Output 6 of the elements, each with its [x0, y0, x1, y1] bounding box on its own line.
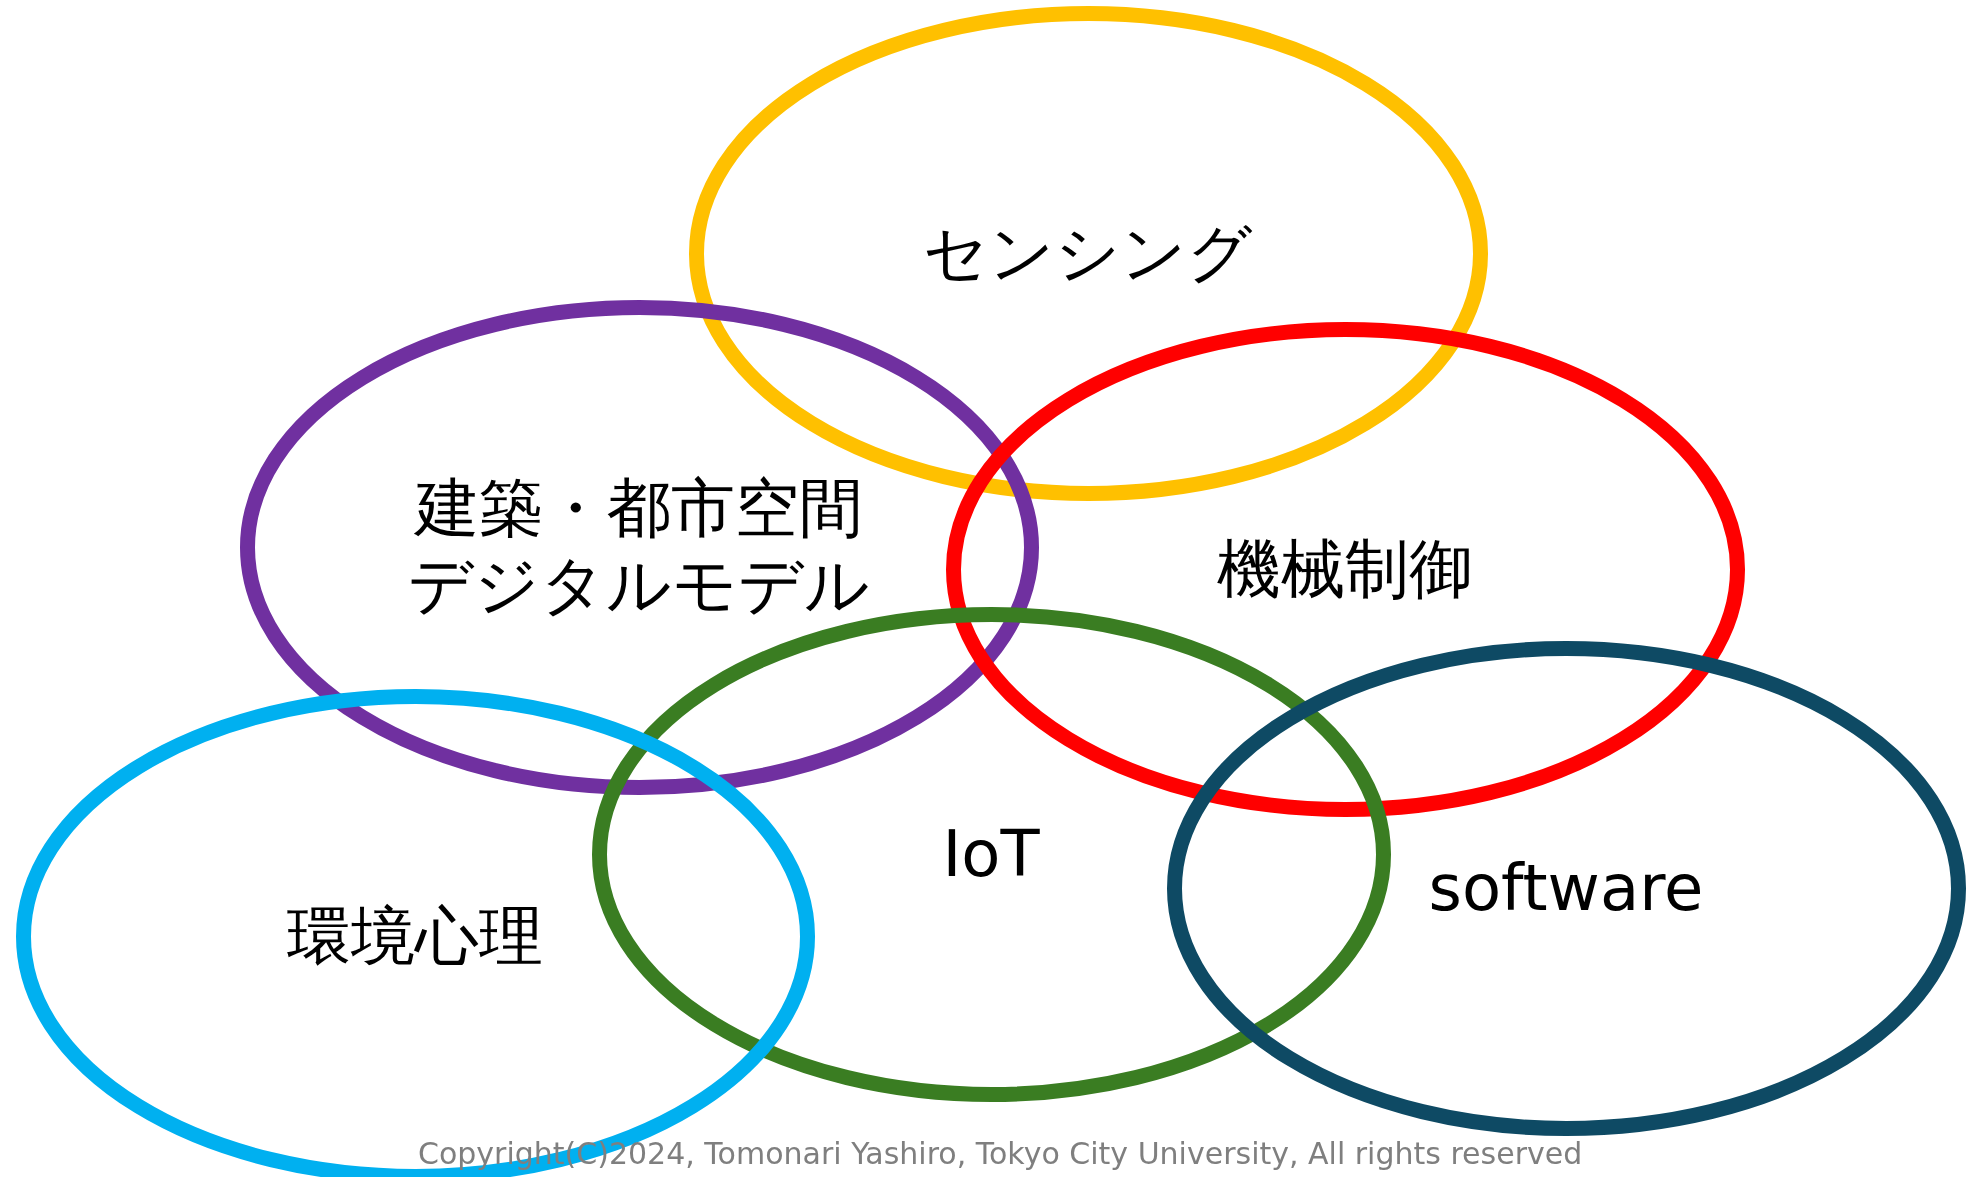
- topic-label: 建築・都市空間デジタルモデル: [407, 470, 871, 624]
- topic-label: IoT: [942, 815, 1040, 893]
- topic-label: 機械制御: [1217, 530, 1473, 608]
- topic-label: software: [1428, 849, 1704, 927]
- topic-label: センシング: [923, 214, 1253, 292]
- topic-label: 環境心理: [287, 897, 543, 975]
